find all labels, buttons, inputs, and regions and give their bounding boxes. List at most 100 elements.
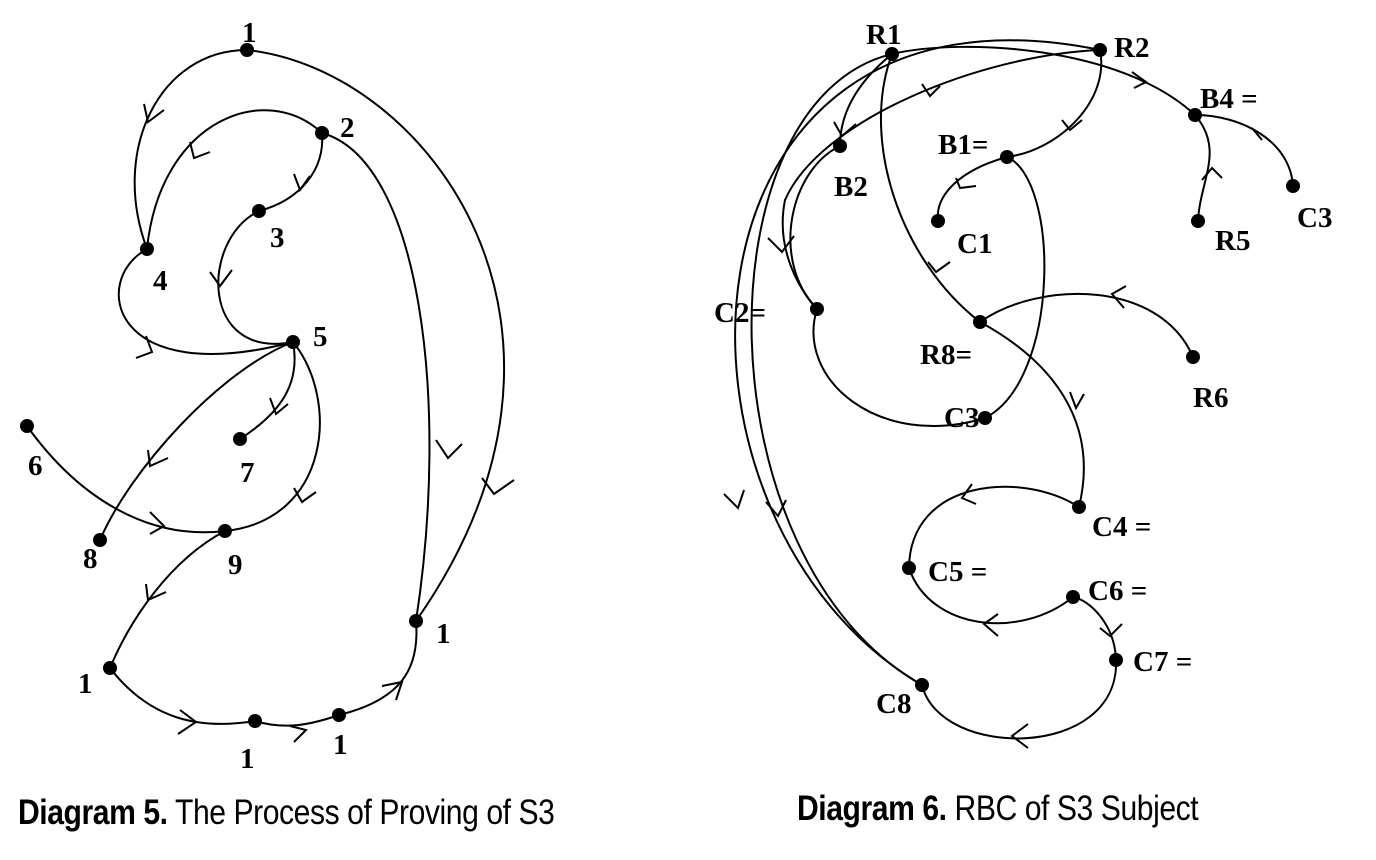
node-label-C4: C4 = bbox=[1092, 511, 1151, 543]
arrowhead bbox=[289, 725, 308, 743]
edge-R6-to-R8 bbox=[979, 292, 1194, 358]
node-dot[interactable] bbox=[902, 561, 916, 575]
node-dot[interactable] bbox=[248, 714, 262, 728]
diagram-6-edges bbox=[734, 39, 1294, 740]
node-label-C3-top: C3 bbox=[1297, 202, 1332, 234]
edge-C8-to-R2 bbox=[734, 39, 1101, 686]
node-label-1-top: 1 bbox=[242, 17, 257, 49]
node-dot[interactable] bbox=[973, 315, 987, 329]
arrowhead bbox=[293, 173, 311, 193]
arrowhead bbox=[1010, 723, 1029, 749]
diagram-5-arrowheads bbox=[135, 103, 515, 743]
node-dot[interactable] bbox=[332, 708, 346, 722]
diagram-5-edges bbox=[26, 49, 506, 727]
node-dot[interactable] bbox=[1093, 43, 1107, 57]
diagram-5-caption: Diagram 5. The Process of Proving of S3 bbox=[18, 793, 555, 833]
node-dot[interactable] bbox=[20, 419, 34, 433]
node-label-C7: C7 = bbox=[1133, 646, 1192, 678]
edge-B4-to-C3 bbox=[1194, 114, 1294, 187]
arrowhead bbox=[293, 487, 317, 504]
diagram-5: 1 2 3 4 5 6 7 8 9 1 1 1 1 bbox=[20, 17, 515, 775]
node-label-C6: C6 = bbox=[1088, 575, 1147, 607]
edge-R1-to-R8 bbox=[879, 53, 981, 323]
diagram-6: R1 R2 B4 = B1= B2 C1 C3 R5 C2= R8= R6 C3… bbox=[714, 19, 1332, 749]
node-dot[interactable] bbox=[140, 242, 154, 256]
edge-B2-to-C2 bbox=[789, 145, 841, 310]
node-dot[interactable] bbox=[1072, 500, 1086, 514]
node-label-R1: R1 bbox=[866, 19, 901, 51]
node-label-3: 3 bbox=[270, 222, 285, 254]
node-label-C3-middle: C3 bbox=[944, 402, 979, 434]
arrowhead bbox=[955, 177, 977, 190]
node-label-R6: R6 bbox=[1193, 382, 1228, 414]
node-dot[interactable] bbox=[1066, 590, 1080, 604]
arrowhead bbox=[1110, 285, 1127, 309]
node-dot[interactable] bbox=[233, 432, 247, 446]
edge-1-to-1-outer bbox=[246, 49, 506, 622]
diagram-6-caption: Diagram 6. RBC of S3 Subject bbox=[797, 789, 1199, 829]
node-dot[interactable] bbox=[1191, 214, 1205, 228]
node-dot[interactable] bbox=[931, 214, 945, 228]
edge-2-to-3 bbox=[258, 132, 324, 212]
node-label-C2: C2= bbox=[714, 297, 766, 329]
node-dot[interactable] bbox=[1109, 653, 1123, 667]
node-dot[interactable] bbox=[833, 139, 847, 153]
diagram-5-caption-title: Diagram 5. bbox=[18, 793, 168, 832]
arrowhead bbox=[1061, 119, 1083, 132]
node-label-R8: R8= bbox=[920, 339, 972, 371]
node-dot[interactable] bbox=[93, 533, 107, 547]
node-label-1-bottom-a: 1 bbox=[240, 743, 255, 775]
edge-1-to-4 bbox=[133, 49, 248, 250]
edge-R1-to-B4 bbox=[891, 45, 1196, 116]
node-label-5: 5 bbox=[313, 321, 328, 353]
node-label-C5: C5 = bbox=[928, 556, 987, 588]
node-dot[interactable] bbox=[1186, 350, 1200, 364]
node-label-C8: C8 bbox=[876, 688, 911, 720]
node-dot[interactable] bbox=[240, 43, 254, 57]
node-dot[interactable] bbox=[915, 678, 929, 692]
node-dot[interactable] bbox=[218, 524, 232, 538]
node-label-B1: B1= bbox=[938, 129, 988, 161]
arrowhead bbox=[481, 477, 515, 496]
arrowhead bbox=[1069, 391, 1085, 411]
arrowhead bbox=[147, 449, 169, 468]
edge-1-to-1-right bbox=[338, 620, 418, 716]
arrowhead bbox=[209, 269, 233, 288]
node-label-6: 6 bbox=[28, 450, 43, 482]
arrowhead bbox=[927, 261, 951, 274]
arrowhead bbox=[1201, 166, 1223, 181]
node-dot[interactable] bbox=[978, 411, 992, 425]
node-dot[interactable] bbox=[252, 204, 266, 218]
node-label-C1: C1 bbox=[957, 228, 992, 260]
diagram-6-caption-text: RBC of S3 Subject bbox=[946, 789, 1199, 828]
arrowhead bbox=[381, 680, 404, 701]
edge-6-to-9 bbox=[26, 425, 226, 534]
node-label-2: 2 bbox=[340, 112, 355, 144]
diagram-6-labels: R1 R2 B4 = B1= B2 C1 C3 R5 C2= R8= R6 C3… bbox=[714, 19, 1332, 720]
node-dot[interactable] bbox=[885, 47, 899, 61]
node-dot[interactable] bbox=[103, 661, 117, 675]
edge-C8-to-R1 bbox=[750, 53, 923, 686]
edge-C5-to-C6 bbox=[908, 567, 1074, 625]
node-dot[interactable] bbox=[1000, 150, 1014, 164]
node-dot[interactable] bbox=[315, 126, 329, 140]
node-label-1-right: 1 bbox=[436, 618, 451, 650]
arrowhead bbox=[189, 141, 211, 160]
diagram-6-nodes bbox=[810, 43, 1300, 692]
edge-1-to-1-bottom-b bbox=[254, 714, 340, 727]
node-label-R2: R2 bbox=[1114, 32, 1149, 64]
node-dot[interactable] bbox=[810, 302, 824, 316]
node-dot[interactable] bbox=[1188, 108, 1202, 122]
arrowhead bbox=[960, 483, 977, 505]
diagram-5-nodes bbox=[20, 43, 423, 728]
node-dot[interactable] bbox=[286, 335, 300, 349]
node-label-B4: B4 = bbox=[1200, 83, 1258, 115]
arrowhead bbox=[982, 613, 999, 637]
arrowhead bbox=[177, 709, 198, 735]
arrowhead bbox=[149, 511, 166, 535]
node-dot[interactable] bbox=[1286, 179, 1300, 193]
node-label-B2: B2 bbox=[834, 171, 868, 203]
edge-C7-to-C8 bbox=[921, 659, 1118, 740]
node-dot[interactable] bbox=[409, 614, 423, 628]
